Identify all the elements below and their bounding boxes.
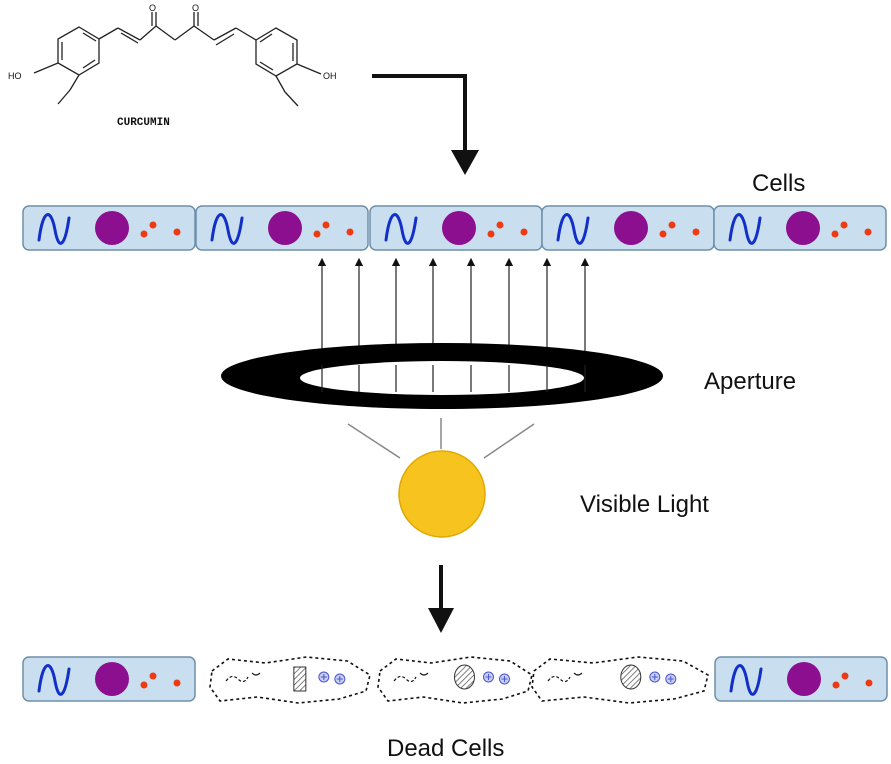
organelle-dot	[140, 230, 148, 238]
dead-cell	[531, 656, 709, 704]
atom-label-carbonyl-1: O	[149, 3, 156, 13]
organelle-dot	[173, 228, 181, 236]
atom-label-ho-left: HO	[8, 71, 22, 81]
organelle-dot	[520, 228, 528, 236]
fragmented-nucleus	[293, 666, 307, 692]
treated-cell-row	[22, 656, 888, 704]
visible-light-label: Visible Light	[580, 491, 709, 518]
aperture-label: Aperture	[704, 368, 797, 395]
organelle-dot	[149, 672, 157, 680]
healthy-cell-row	[22, 205, 887, 251]
dna-squiggle	[210, 213, 244, 245]
organelle-dot	[841, 672, 849, 680]
nucleus	[95, 662, 129, 696]
dead-cell	[377, 656, 533, 704]
organelle-dot	[173, 679, 181, 687]
organelle-dot	[346, 228, 354, 236]
organelle-dot	[692, 228, 700, 236]
organelle-dot	[487, 230, 495, 238]
healthy-cell	[369, 205, 543, 251]
ruptured-membrane	[531, 656, 709, 704]
cells-label: Cells	[752, 170, 806, 197]
light-beam-lines	[347, 418, 535, 459]
healthy-cell	[541, 205, 715, 251]
light-rays	[317, 257, 590, 356]
nucleus	[786, 211, 820, 245]
dna-squiggle	[556, 213, 590, 245]
light-rays-through-aperture	[321, 365, 586, 392]
dna-squiggle	[728, 213, 762, 245]
fragmented-nucleus	[620, 664, 642, 690]
organelle-dot	[140, 681, 148, 689]
fragmented-nucleus	[453, 664, 475, 690]
light-source-circle	[398, 450, 486, 538]
nucleus	[787, 662, 821, 696]
organelle-dot	[864, 228, 872, 236]
curcumin-structure	[33, 12, 322, 107]
healthy-cell	[22, 656, 196, 702]
atom-label-oh-right: OH	[323, 71, 337, 81]
dna-fragment	[225, 675, 249, 683]
dna-fragment	[573, 672, 583, 676]
organelle-dot	[831, 230, 839, 238]
molecule-to-cells-arrow	[372, 74, 479, 175]
dead-cells-label: Dead Cells	[387, 735, 505, 762]
nucleus	[268, 211, 302, 245]
organelle-dot	[865, 679, 873, 687]
organelle-dot	[313, 230, 321, 238]
organelle-dot	[322, 221, 330, 229]
dna-fragment	[251, 672, 261, 676]
dna-squiggle	[729, 664, 763, 696]
organelle-dot	[496, 221, 504, 229]
ruptured-membrane	[377, 656, 533, 704]
organelle-dot	[659, 230, 667, 238]
dead-cell	[209, 656, 371, 704]
molecule-name: CURCUMIN	[117, 117, 170, 129]
dna-fragment	[547, 675, 571, 683]
dna-fragment	[419, 672, 429, 676]
healthy-cell	[713, 205, 887, 251]
organelle-dot	[832, 681, 840, 689]
healthy-cell	[714, 656, 888, 702]
dna-fragment	[393, 675, 417, 683]
dna-squiggle	[37, 213, 71, 245]
aperture-ring	[221, 343, 663, 409]
nucleus	[614, 211, 648, 245]
nucleus	[442, 211, 476, 245]
nucleus	[95, 211, 129, 245]
dna-squiggle	[384, 213, 418, 245]
organelle-dot	[840, 221, 848, 229]
organelle-dot	[668, 221, 676, 229]
organelle-dot	[149, 221, 157, 229]
healthy-cell	[22, 205, 196, 251]
healthy-cell	[195, 205, 369, 251]
light-to-dead-cells-arrow	[428, 565, 454, 633]
atom-label-carbonyl-2: O	[192, 3, 199, 13]
ruptured-membrane	[209, 656, 371, 704]
dna-squiggle	[37, 664, 71, 696]
